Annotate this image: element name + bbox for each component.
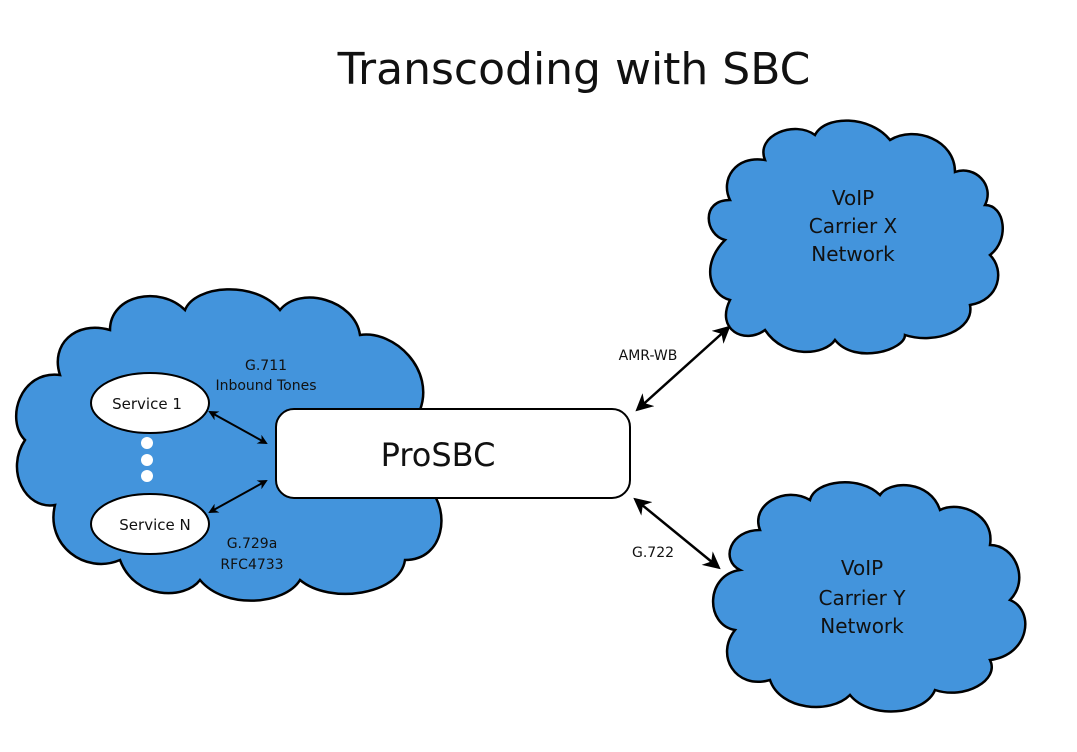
codec-g711-label: G.711: [245, 358, 287, 374]
ellipsis-dot: [141, 437, 153, 449]
service-1-label: Service 1: [112, 395, 182, 413]
service-n-link-arrow: [208, 480, 268, 513]
carrier-x-line-3: Network: [811, 242, 895, 266]
service-1-node[interactable]: [90, 372, 210, 434]
carrier-x-link-label: AMR-WB: [619, 348, 678, 364]
carrier-y-line-2: Carrier Y: [819, 586, 907, 610]
carrier-x-cloud: [707, 119, 1004, 355]
carrier-x-line-1: VoIP: [832, 186, 874, 210]
diagram-title: Transcoding with SBC: [337, 44, 811, 95]
prosbc-box[interactable]: [275, 408, 631, 499]
ellipsis-dot: [141, 454, 153, 466]
codec-rfc4733-label: RFC4733: [220, 557, 283, 573]
ellipsis-dot: [141, 470, 153, 482]
carrier-y-line-3: Network: [820, 614, 904, 638]
carrier-y-cloud: [711, 481, 1027, 713]
service-n-node[interactable]: [90, 493, 210, 555]
carrier-x-link-arrow: [635, 325, 731, 412]
service-n-label: Service N: [119, 516, 190, 534]
carrier-x-line-2: Carrier X: [809, 214, 898, 238]
prosbc-label: ProSBC: [381, 436, 496, 474]
carrier-y-link-arrow: [633, 497, 721, 570]
carrier-y-line-1: VoIP: [841, 556, 883, 580]
carrier-y-link-label: G.722: [632, 545, 674, 561]
service-1-link-arrow: [208, 411, 268, 444]
codec-g729a-label: G.729a: [227, 536, 278, 552]
codec-inbound-tones-label: Inbound Tones: [215, 378, 316, 394]
